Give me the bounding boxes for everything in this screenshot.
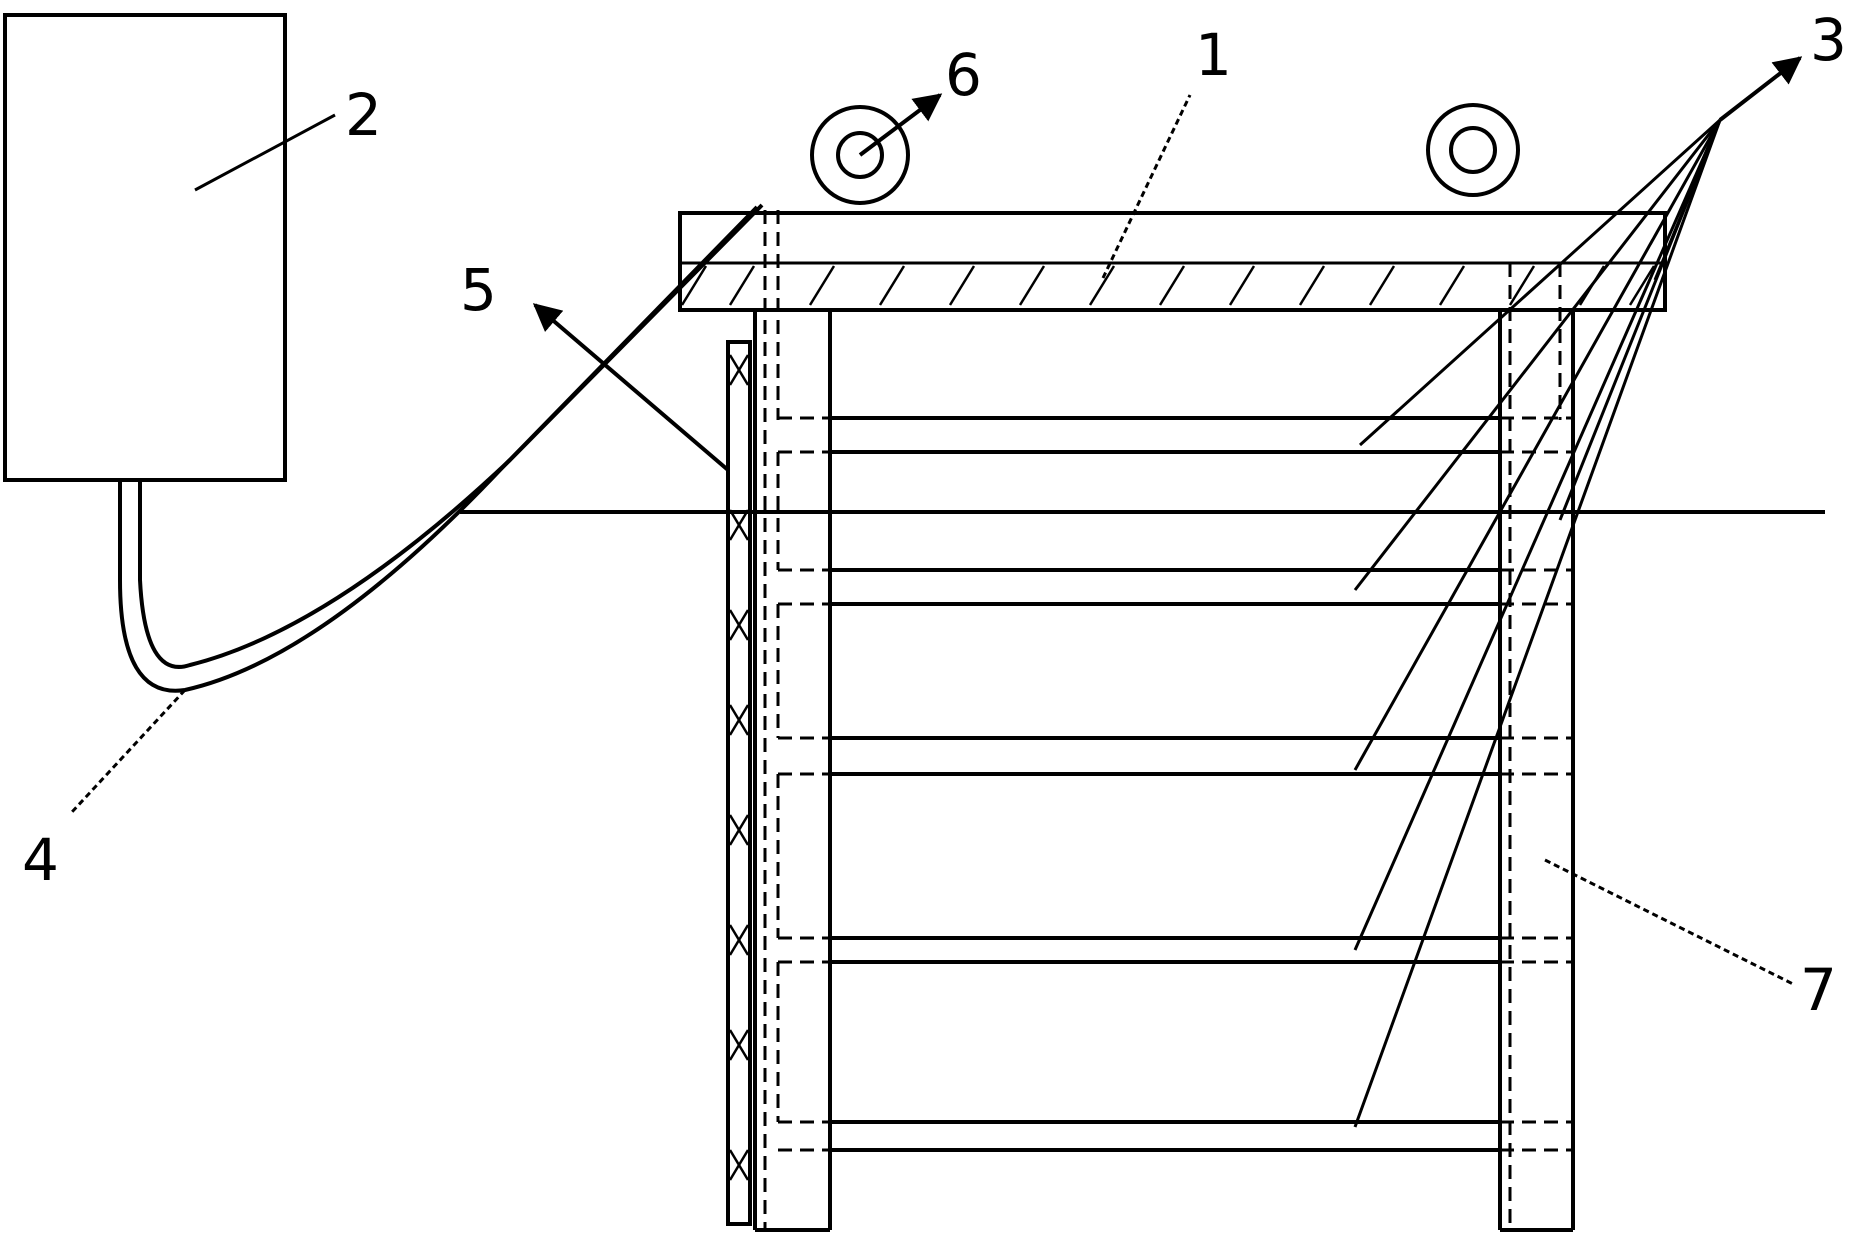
ring-left xyxy=(810,105,910,205)
leader-lines xyxy=(70,94,1796,1128)
side-strip xyxy=(726,340,752,1226)
slats xyxy=(830,416,1500,1152)
arrows xyxy=(532,56,1803,472)
slat-dashes xyxy=(776,416,1573,1152)
control-box xyxy=(3,13,287,482)
label-box: 2 xyxy=(345,81,382,149)
top-beam xyxy=(678,211,1667,312)
cable xyxy=(118,203,764,693)
label-frame: 7 xyxy=(1800,956,1837,1024)
ring-right xyxy=(1426,103,1520,197)
label-rings: 6 xyxy=(945,41,982,109)
label-rods: 3 xyxy=(1810,6,1847,74)
label-cable: 4 xyxy=(22,826,59,894)
label-strip: 5 xyxy=(460,256,497,324)
label-beam: 1 xyxy=(1195,21,1232,89)
frame xyxy=(753,210,1575,1232)
